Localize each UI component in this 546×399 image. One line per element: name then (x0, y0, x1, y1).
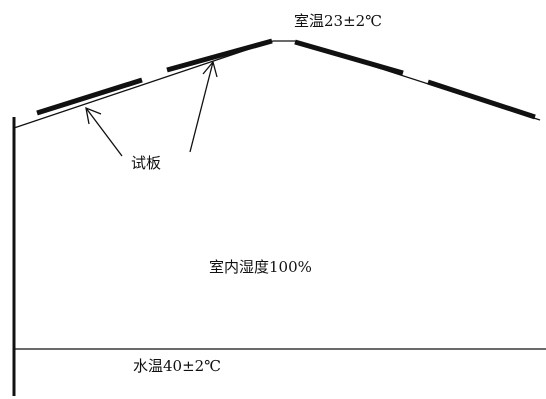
test-panel (294, 39, 404, 76)
pointer-arrow (85, 106, 123, 157)
pointer-arrow (189, 60, 218, 153)
test-panel-label: 试板 (131, 154, 162, 172)
roof-left-slope (13, 40, 274, 129)
test-panel (36, 77, 143, 116)
indoor-humidity-label: 室内湿度100% (209, 258, 312, 276)
room-temperature-label: 室温23±2℃ (294, 12, 382, 30)
water-temperature-label: 水温40±2℃ (133, 357, 221, 375)
test-panel (427, 79, 536, 120)
test-panel (166, 38, 273, 73)
